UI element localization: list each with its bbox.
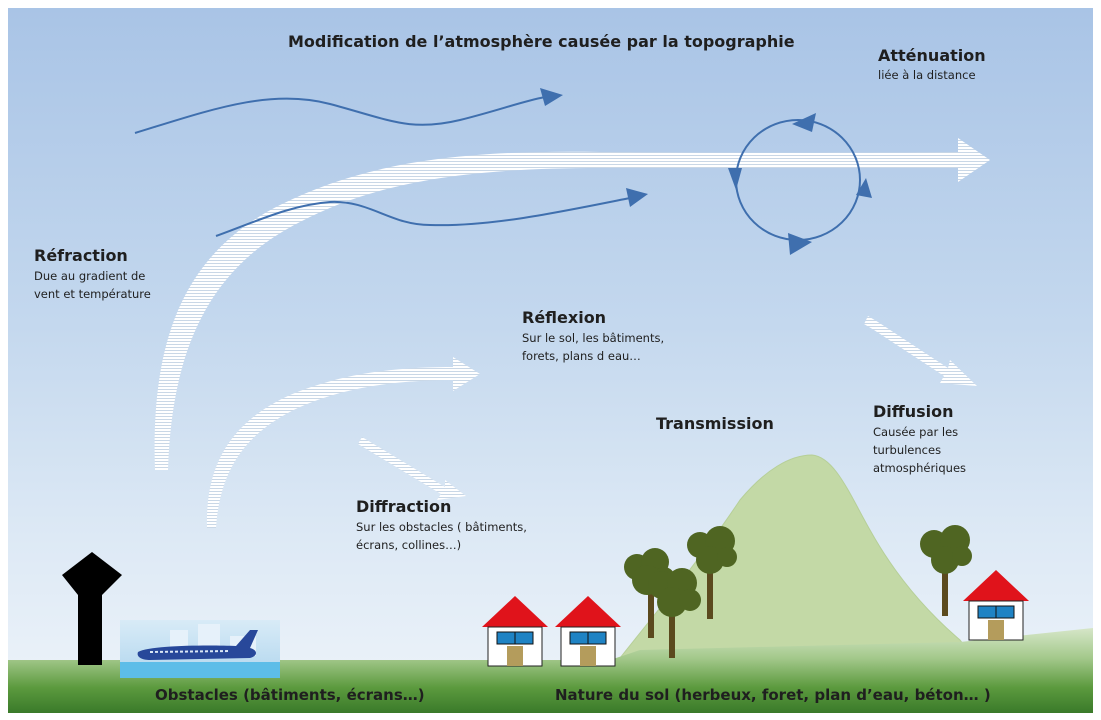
house-icon	[482, 596, 548, 667]
obstacles-caption: Obstacles (bâtiments, écrans…)	[155, 686, 425, 704]
diffraction-arrow	[358, 437, 466, 500]
transmission-title: Transmission	[656, 414, 774, 433]
ground-nature-caption: Nature du sol (herbeux, foret, plan d’ea…	[555, 686, 991, 704]
wind-arrows	[134, 96, 631, 237]
diffusion-arrow	[864, 316, 977, 386]
wind-arrowhead	[540, 88, 563, 106]
house-icon	[963, 570, 1029, 641]
wind-arrowhead	[626, 188, 648, 207]
circulation-icon	[728, 113, 872, 255]
tree-icon	[920, 525, 972, 616]
diffraction-title: Diffraction	[356, 497, 452, 516]
refraction-subtitle-2: vent et température	[34, 287, 151, 301]
reflexion-title: Réflexion	[522, 308, 607, 327]
tower-icon	[62, 552, 122, 665]
diffusion-subtitle-3: atmosphériques	[873, 461, 967, 475]
tree-icon	[648, 568, 701, 658]
reflexion-subtitle-2: forets, plans d eau…	[522, 349, 641, 363]
house-icon	[555, 596, 621, 667]
attenuation-title: Atténuation	[878, 46, 986, 65]
diffusion-subtitle-2: turbulences	[873, 443, 942, 457]
refraction-arrow	[154, 138, 990, 470]
airplane-icon	[120, 620, 280, 678]
reflexion-arrow	[206, 357, 480, 528]
tree-icon	[687, 526, 737, 619]
diffraction-subtitle-1: Sur les obstacles ( bâtiments,	[356, 520, 527, 534]
attenuation-subtitle: liée à la distance	[878, 68, 976, 82]
diffusion-subtitle-1: Causée par les	[873, 425, 959, 439]
diffraction-subtitle-2: écrans, collines…)	[356, 538, 462, 552]
ground	[8, 628, 1093, 713]
refraction-title: Réfraction	[34, 246, 128, 265]
diffusion-title: Diffusion	[873, 402, 954, 421]
refraction-subtitle-1: Due au gradient de	[34, 269, 146, 283]
reflexion-subtitle-1: Sur le sol, les bâtiments,	[522, 331, 665, 345]
page-title: Modification de l’atmosphère causée par …	[288, 32, 795, 51]
